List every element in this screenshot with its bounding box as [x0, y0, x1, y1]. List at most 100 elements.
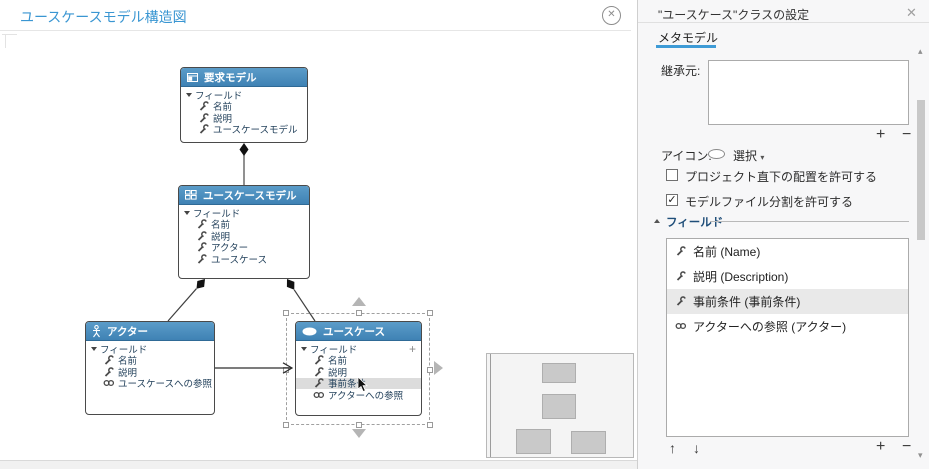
class-box-requirement-model[interactable]: 要求モデル フィールド 名前 説明 ユースケースモデル [180, 67, 308, 143]
field-row[interactable]: 名前 [86, 355, 214, 367]
wrench-icon [675, 271, 687, 282]
field-item[interactable]: アクターへの参照 (アクター) [667, 314, 908, 339]
wrench-icon [196, 242, 208, 253]
field-group-row[interactable]: フィールド [181, 89, 307, 102]
class-box-actor[interactable]: アクター フィールド 名前 説明 ユースケースへの参照 [85, 321, 215, 415]
ruler-mark [5, 34, 6, 48]
icon-select-dropdown[interactable]: 選択 ▾ [733, 149, 765, 163]
class-box-title: ユースケースモデル [203, 189, 297, 202]
minimap-node [542, 363, 576, 383]
field-row[interactable]: 説明 [296, 366, 421, 379]
resize-handle[interactable] [427, 422, 433, 428]
checkbox-allow-project-root[interactable] [666, 169, 678, 181]
collapse-icon[interactable] [186, 92, 192, 97]
class-box-header[interactable]: アクター [86, 322, 214, 341]
wrench-icon [198, 112, 210, 123]
inherit-remove-button[interactable]: − [902, 126, 912, 143]
field-row[interactable]: 名前 [181, 101, 307, 113]
section-collapse-icon[interactable] [654, 219, 660, 223]
wrench-icon [103, 366, 115, 377]
panel-header-divider [638, 22, 929, 23]
scrollbar-thumb[interactable] [917, 100, 925, 240]
field-row[interactable]: 説明 [181, 112, 307, 125]
resize-handle[interactable] [283, 367, 289, 373]
tab-active-indicator [656, 45, 716, 48]
diagram-title: ユースケースモデル構造図 [20, 9, 187, 25]
field-row[interactable]: 説明 [179, 230, 309, 243]
wrench-icon [196, 230, 208, 241]
checkbox-allow-model-file-split[interactable]: ✓ [666, 194, 678, 206]
resize-handle[interactable] [283, 422, 289, 428]
fields-listbox[interactable]: 名前 (Name) 説明 (Description) 事前条件 (事前条件) ア… [666, 238, 909, 437]
field-item[interactable]: 名前 (Name) [667, 239, 908, 264]
add-field-icon[interactable]: + [408, 342, 416, 356]
field-group-row[interactable]: フィールド+ [296, 342, 421, 356]
field-row[interactable]: ユースケース [179, 253, 309, 266]
field-row[interactable]: ユースケースモデル [181, 124, 307, 136]
minimap[interactable] [486, 353, 634, 458]
resize-handle[interactable] [356, 422, 362, 428]
class-box-header[interactable]: 要求モデル [181, 68, 307, 87]
minimap-node [516, 429, 551, 454]
minimap-node [542, 394, 576, 419]
class-box-title: アクター [107, 325, 149, 338]
field-add-button[interactable]: + [876, 438, 886, 455]
field-row[interactable]: 名前 [179, 219, 309, 231]
scroll-up-icon[interactable]: ▴ [918, 46, 923, 56]
section-rule [710, 221, 909, 222]
link-icon [103, 379, 115, 387]
resize-handle[interactable] [283, 310, 289, 316]
actor-icon [93, 324, 100, 337]
close-circle-icon[interactable]: ✕ [602, 6, 621, 25]
field-row[interactable]: 名前 [296, 355, 421, 367]
collapse-icon[interactable] [184, 210, 190, 215]
field-row[interactable]: アクターへの参照 [296, 389, 421, 402]
field-group-row[interactable]: フィールド [179, 207, 309, 220]
move-down-button[interactable]: ↓ [693, 440, 700, 456]
expand-right-arrow-icon[interactable] [434, 361, 443, 375]
move-up-button[interactable]: ↑ [669, 440, 676, 456]
class-box-title: ユースケース [323, 325, 385, 338]
selection-frame[interactable] [283, 310, 433, 428]
checkbox-label: プロジェクト直下の配置を許可する [685, 170, 878, 184]
wrench-icon [196, 219, 208, 230]
bottom-scrollbar-track[interactable] [0, 461, 637, 469]
wrench-icon [196, 253, 208, 264]
scroll-down-icon[interactable]: ▾ [918, 450, 923, 460]
close-icon[interactable]: ✕ [906, 5, 917, 20]
resize-handle[interactable] [427, 367, 433, 373]
wrench-icon [198, 124, 210, 135]
field-remove-button[interactable]: − [902, 438, 912, 455]
field-item[interactable]: 説明 (Description) [667, 264, 908, 289]
wrench-icon [675, 246, 687, 257]
panel-title: "ユースケース"クラスの設定 [658, 8, 810, 22]
field-item-selected[interactable]: 事前条件 (事前条件) [667, 289, 908, 314]
class-box-header[interactable]: ユースケース [296, 322, 421, 341]
wrench-icon [103, 355, 115, 366]
field-row[interactable]: アクター [179, 242, 309, 254]
field-group-row[interactable]: フィールド [86, 343, 214, 356]
class-box-usecase-model[interactable]: ユースケースモデル フィールド 名前 説明 アクター ユースケース [178, 185, 310, 279]
title-divider [0, 30, 631, 31]
icon-preview-ellipse [708, 149, 725, 159]
wrench-icon [198, 101, 210, 112]
class-box-title: 要求モデル [204, 71, 257, 84]
checkbox-label: モデルファイル分割を許可する [685, 195, 854, 209]
ruler-mark [2, 34, 17, 35]
field-row[interactable]: ユースケースへの参照 [86, 378, 214, 390]
resize-handle[interactable] [356, 310, 362, 316]
collapse-icon[interactable] [91, 346, 97, 351]
expand-down-arrow-icon[interactable] [352, 429, 366, 438]
ellipse-icon [302, 327, 317, 335]
tab-metamodel[interactable]: メタモデル [658, 31, 719, 45]
inherit-listbox[interactable] [708, 60, 909, 125]
class-box-header[interactable]: ユースケースモデル [179, 186, 309, 205]
inherit-add-button[interactable]: + [876, 126, 886, 143]
collapse-icon[interactable] [301, 346, 307, 351]
resize-handle[interactable] [427, 310, 433, 316]
field-row[interactable]: 説明 [86, 366, 214, 379]
expand-up-arrow-icon[interactable] [352, 297, 366, 306]
minimap-divider [490, 354, 491, 457]
